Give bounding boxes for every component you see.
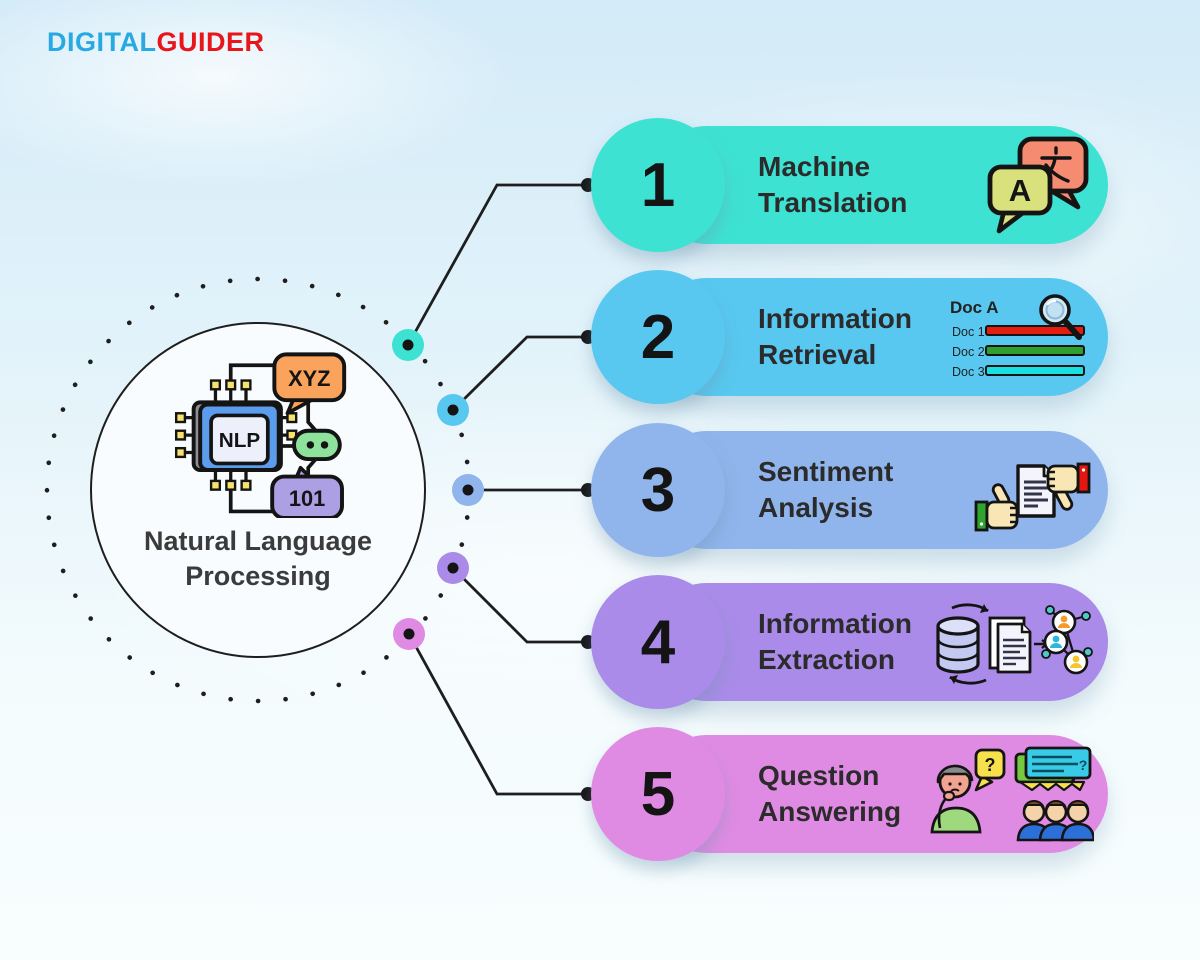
question-answer-icon: ? ? [930, 746, 1094, 842]
xyz-label: XYZ [288, 366, 330, 391]
question-bubble: ? [974, 748, 1006, 792]
one-zero-one-label: 101 [289, 486, 325, 511]
item-number: 3 [640, 455, 676, 525]
thumb-up-glyph [974, 483, 1019, 532]
item-number-circle-3: 3 [591, 423, 725, 557]
item-number-circle-5: 5 [591, 727, 725, 861]
doc3-bar [985, 365, 1085, 376]
doc2-bar [985, 345, 1085, 356]
item-pill-information-extraction: Information Extraction [648, 583, 1108, 701]
item-label: Question Answering [758, 760, 902, 827]
one-zero-one-bubble: 101 [270, 465, 344, 518]
item-number: 4 [640, 607, 676, 677]
thumbs-feedback-icon [974, 462, 1091, 532]
nlp-chip-icon: NLP XYZ 101 [174, 352, 347, 518]
network-glyph [1041, 605, 1093, 675]
doc-a-label: Doc A [950, 298, 999, 317]
item-number: 2 [640, 302, 676, 372]
item-number-circle-4: 4 [591, 575, 725, 709]
group-discussion-glyph: ? [1014, 746, 1094, 842]
item-number: 5 [640, 759, 676, 829]
brand-logo-guider: GUIDER [156, 27, 265, 57]
database-glyph [936, 616, 980, 674]
translation-icon: A [987, 136, 1089, 234]
item-label: Machine Translation [758, 151, 908, 218]
brand-logo-digital: DIGITAL [47, 27, 157, 57]
item-label: Sentiment Analysis [758, 456, 894, 523]
item-label: Information Extraction [758, 608, 912, 675]
document-glyph [1016, 464, 1056, 518]
item-number-circle-1: 1 [591, 118, 725, 252]
chip-label: NLP [219, 429, 261, 452]
people-row [1016, 800, 1094, 842]
connector-line-4 [452, 567, 588, 644]
connector-line-5 [407, 633, 588, 796]
chat-question-mark: ? [1079, 757, 1088, 773]
connector-lines [406, 183, 588, 796]
center-title-line1: Natural Language [143, 526, 373, 556]
center-title-line2: Processing [185, 561, 331, 592]
sync-arrows [949, 603, 989, 685]
item-label: Information Retrieval [758, 303, 912, 370]
center-title: Natural Language Processing [92, 524, 424, 594]
doc1-label: Doc 1 [952, 325, 985, 339]
nlp-center-circle: NLP XYZ 101 Natural Language Processing [90, 322, 426, 658]
doc2-label: Doc 2 [952, 345, 985, 359]
data-extraction-icon [936, 603, 1093, 685]
green-dots-pill [292, 428, 342, 462]
item-pill-sentiment-analysis: Sentiment Analysis [648, 431, 1108, 549]
thumb-down-glyph [1046, 462, 1091, 511]
magnifier-glyph [1039, 294, 1082, 340]
document-search-icon: Doc A Doc 1 Doc 2 Doc 3 [950, 294, 1085, 379]
item-number-circle-2: 2 [591, 270, 725, 404]
item-number: 1 [640, 150, 676, 220]
documents-glyph [988, 616, 1032, 674]
question-mark: ? [985, 755, 996, 775]
connector-line-1 [406, 183, 588, 346]
connector-line-2 [452, 335, 588, 411]
item-pill-information-retrieval: Information Retrieval Doc A Doc 1 Doc 2 … [648, 278, 1108, 396]
item-pill-question-answering: Question Answering ? [648, 735, 1108, 853]
thinking-person-glyph: ? [930, 748, 1006, 834]
latin-character: A [1009, 173, 1031, 208]
doc3-label: Doc 3 [952, 365, 985, 379]
doc1-bar [985, 325, 1085, 336]
brand-logo: DIGITALGUIDER [47, 27, 265, 58]
